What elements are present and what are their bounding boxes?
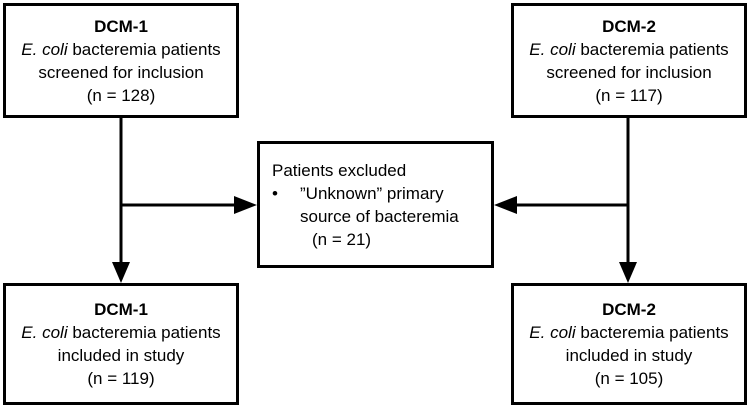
dcm2-screened-count: (n = 117) [595,85,663,105]
dcm2-included-title: DCM-2 [602,300,656,319]
arrowhead-into-excluded-right-icon [494,196,517,214]
dcm1-screened-title: DCM-1 [94,16,148,36]
dcm1-included-line1: E. coli bacteremia patients [21,321,220,344]
excluded-item: • ”Unknown” primary [272,182,444,205]
dcm1-included-species: E. coli [21,323,68,342]
arrowhead-right-down-icon [619,262,637,283]
dcm1-included-line1-rest: bacteremia patients [67,323,221,342]
dcm1-screened-count: (n = 128) [86,85,156,105]
dcm2-screened-line1: E. coli bacteremia patients [529,38,728,61]
dcm2-screened-species: E. coli [529,39,576,59]
dcm1-screened-box: DCM-1 E. coli bacteremia patients screen… [3,3,239,118]
bullet-icon: • [272,183,278,203]
dcm1-included-title: DCM-1 [94,300,148,319]
dcm1-included-box: DCM-1 E. coli bacteremia patients includ… [3,283,239,405]
dcm2-screened-box: DCM-2 E. coli bacteremia patients screen… [511,3,747,118]
dcm1-screened-line1: E. coli bacteremia patients [21,38,220,61]
dcm1-screened-line1-rest: bacteremia patients [67,39,221,59]
dcm2-screened-line1-rest: bacteremia patients [575,39,729,59]
dcm2-screened-line2: screened for inclusion [546,62,712,82]
dcm1-screened-line2: screened for inclusion [38,62,204,82]
arrowhead-into-excluded-left-icon [234,196,257,214]
arrowhead-left-down-icon [112,262,130,283]
dcm2-included-line1: E. coli bacteremia patients [529,321,728,344]
excluded-item-line2: source of bacteremia [300,206,459,226]
dcm1-included-line2: included in study [57,346,185,365]
dcm2-included-line1-rest: bacteremia patients [575,323,729,342]
dcm1-screened-species: E. coli [21,39,68,59]
excluded-heading: Patients excluded [272,160,407,180]
dcm2-included-species: E. coli [529,323,576,342]
dcm2-included-line2: included in study [565,346,693,365]
excluded-count: (n = 21) [312,229,372,249]
dcm2-included-box: DCM-2 E. coli bacteremia patients includ… [511,283,747,405]
dcm1-included-count: (n = 119) [87,369,155,388]
excluded-box: Patients excluded • ”Unknown” primary so… [257,141,494,268]
dcm2-screened-title: DCM-2 [602,16,656,36]
excluded-item-line1: ”Unknown” primary [300,183,444,203]
dcm2-included-count: (n = 105) [594,369,664,388]
